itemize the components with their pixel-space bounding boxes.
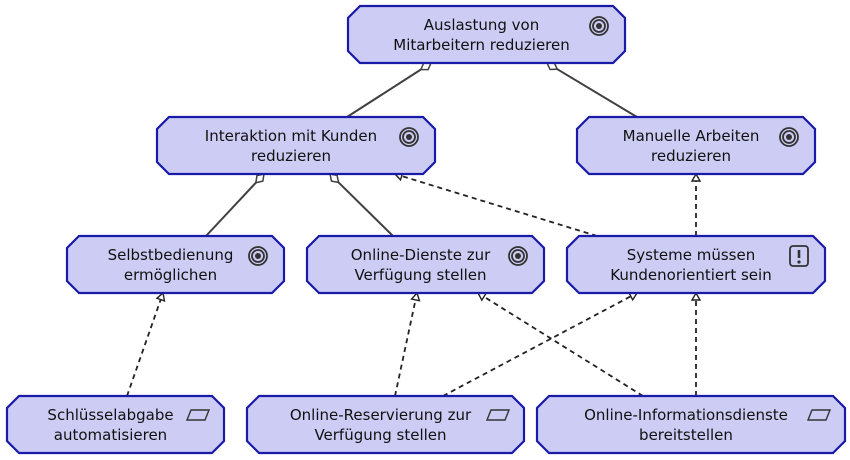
parallelogram-icon: [185, 409, 211, 421]
nodes-outline-layer: [5, 4, 847, 455]
node-wp-schluessel[interactable]: Schlüsselabgabe automatisieren: [7, 396, 224, 453]
edges-layer: [126, 61, 702, 397]
node-wp-reservierung[interactable]: Online-Reservierung zur Verfügung stelle…: [247, 396, 524, 453]
edge-aggregation-goal-manuelle-to-goal-auslastung: [545, 61, 638, 118]
target-icon: [779, 127, 799, 147]
edge-aggregation-goal-interaktion-to-goal-auslastung: [346, 62, 433, 118]
node-label: Selbstbedienung ermöglichen: [107, 245, 234, 284]
goal-online-dienste-shape: [305, 234, 546, 295]
wp-reservierung-shape: [245, 394, 526, 455]
edge-realization-wp-reservierung-to-goal-online-dienste: [394, 291, 421, 397]
edge-realization-wp-informationsdienste-to-goal-online-dienste: [476, 292, 644, 397]
node-goal-auslastung[interactable]: Auslastung von Mitarbeitern reduzieren: [348, 6, 625, 63]
edge-realization-wp-schluessel-to-goal-selbstbedienung: [126, 291, 166, 397]
node-wp-informationsdienste[interactable]: Online-Informationsdienste bereitstellen: [537, 396, 845, 453]
req-systeme-shape: [565, 234, 827, 295]
goal-interaktion-shape: [155, 115, 437, 176]
node-label: Systeme müssen Kundenorientiert sein: [610, 245, 772, 284]
exclamation-icon: [789, 245, 809, 267]
node-label: Online-Informationsdienste bereitstellen: [584, 405, 788, 444]
edge-realization-wp-informationsdienste-to-req-systeme: [690, 291, 702, 396]
node-req-systeme[interactable]: Systeme müssen Kundenorientiert sein: [567, 236, 825, 293]
edge-realization-wp-reservierung-to-req-systeme: [442, 292, 639, 397]
node-goal-online-dienste[interactable]: Online-Dienste zur Verfügung stellen: [307, 236, 544, 293]
goal-auslastung-shape: [346, 4, 627, 65]
goal-selbstbedienung-shape: [65, 234, 286, 295]
node-label: Manuelle Arbeiten reduzieren: [622, 126, 760, 165]
node-label: Auslastung von Mitarbeitern reduzieren: [393, 15, 570, 54]
wp-schluessel-shape: [5, 394, 226, 455]
parallelogram-icon: [806, 409, 832, 421]
parallelogram-icon: [485, 409, 511, 421]
node-label: Online-Reservierung zur Verfügung stelle…: [289, 405, 472, 444]
target-icon: [248, 246, 268, 266]
edge-aggregation-goal-selbstbedienung-to-goal-interaktion: [205, 173, 265, 237]
node-goal-manuelle[interactable]: Manuelle Arbeiten reduzieren: [577, 117, 815, 174]
edge-aggregation-goal-online-dienste-to-goal-interaktion: [329, 173, 394, 237]
node-goal-interaktion[interactable]: Interaktion mit Kunden reduzieren: [157, 117, 435, 174]
target-icon: [508, 246, 528, 266]
node-label: Interaktion mit Kunden reduzieren: [204, 126, 378, 165]
target-icon: [399, 127, 419, 147]
goal-manuelle-shape: [575, 115, 817, 176]
node-goal-selbstbedienung[interactable]: Selbstbedienung ermöglichen: [67, 236, 284, 293]
wp-informationsdienste-shape: [535, 394, 847, 455]
edge-realization-req-systeme-to-goal-manuelle: [690, 172, 702, 236]
edge-realization-req-systeme-to-goal-interaktion: [393, 171, 598, 237]
target-icon: [589, 16, 609, 36]
node-label: Online-Dienste zur Verfügung stellen: [350, 245, 491, 284]
node-label: Schlüsselabgabe automatisieren: [47, 405, 174, 444]
